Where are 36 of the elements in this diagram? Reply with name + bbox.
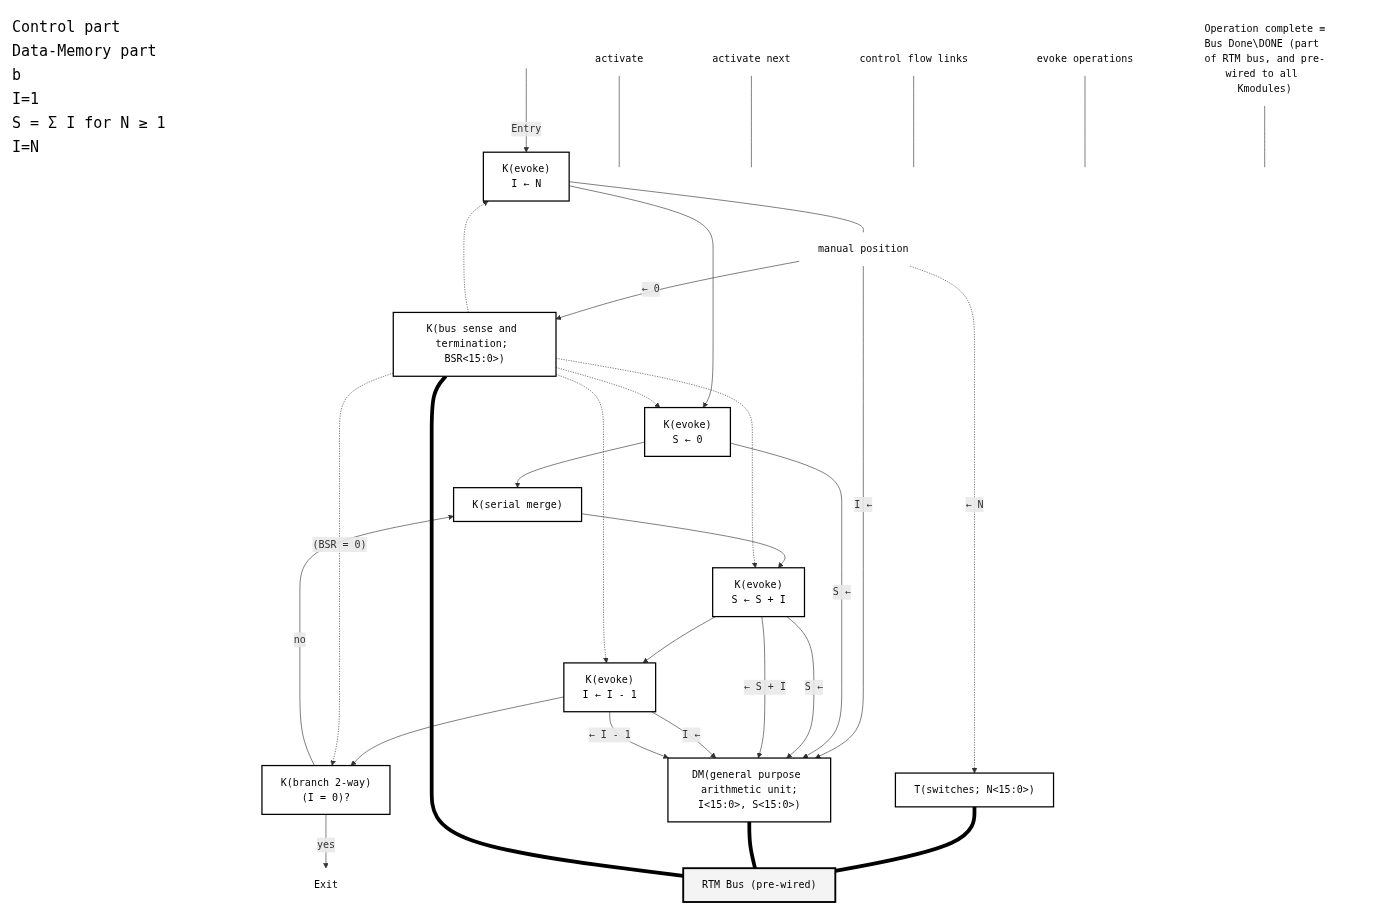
edge-label: (BSR = 0): [312, 538, 367, 551]
node-box: DM(general purpose arithmetic unit; I<15:0>, S<15:0>): [667, 757, 832, 823]
node-text: activate next: [712, 52, 791, 65]
node-box: T(switches; N<15:0>): [894, 772, 1055, 808]
node-box: RTM Bus (pre-wired): [682, 867, 837, 903]
node-box: K(evoke) S ← S + I: [712, 567, 806, 618]
note-text: I=N: [12, 138, 41, 156]
edge-label: Entry: [511, 122, 542, 135]
node-box: K(serial merge): [452, 487, 583, 523]
note-text: b: [12, 66, 23, 84]
node-box: K(branch 2-way) (I = 0)?: [261, 764, 391, 815]
edge-label: ← I - 1: [588, 728, 631, 741]
node-text: manual position: [818, 242, 909, 255]
note-text: Data-Memory part: [12, 42, 158, 60]
edge-label: I ←: [682, 728, 701, 741]
node-text: control flow links: [859, 52, 968, 65]
note-text: S = Σ I for N ≥ 1: [12, 114, 167, 132]
node-text: evoke operations: [1036, 52, 1134, 65]
edge-label: S ←: [804, 681, 823, 693]
edge-label: S ←: [832, 585, 851, 598]
connector: [747, 821, 757, 869]
node-text: activate: [595, 52, 644, 65]
node-text: Exit: [313, 878, 339, 891]
node-box: K(evoke) I ← N: [482, 151, 570, 202]
edge-label: no: [293, 633, 306, 646]
edge-label: ← 0: [641, 283, 660, 295]
note-text: I=1: [12, 90, 41, 108]
edge-label: I ←: [854, 498, 873, 511]
node-box: K(bus sense and termination; BSR<15:0>): [392, 311, 557, 377]
edge-label: ← N: [965, 498, 984, 511]
node-box: K(evoke) I ← I - 1: [563, 662, 657, 713]
note-text: Control part: [12, 18, 122, 36]
edge-label: ← S + I: [743, 681, 786, 693]
edge-label: yes: [316, 838, 335, 851]
node-text: Operation complete ≡ Bus Done\DONE (part of RTM bus, and pre-wired to all Kmodules): [1204, 22, 1325, 95]
node-box: K(evoke) S ← 0: [644, 406, 732, 457]
